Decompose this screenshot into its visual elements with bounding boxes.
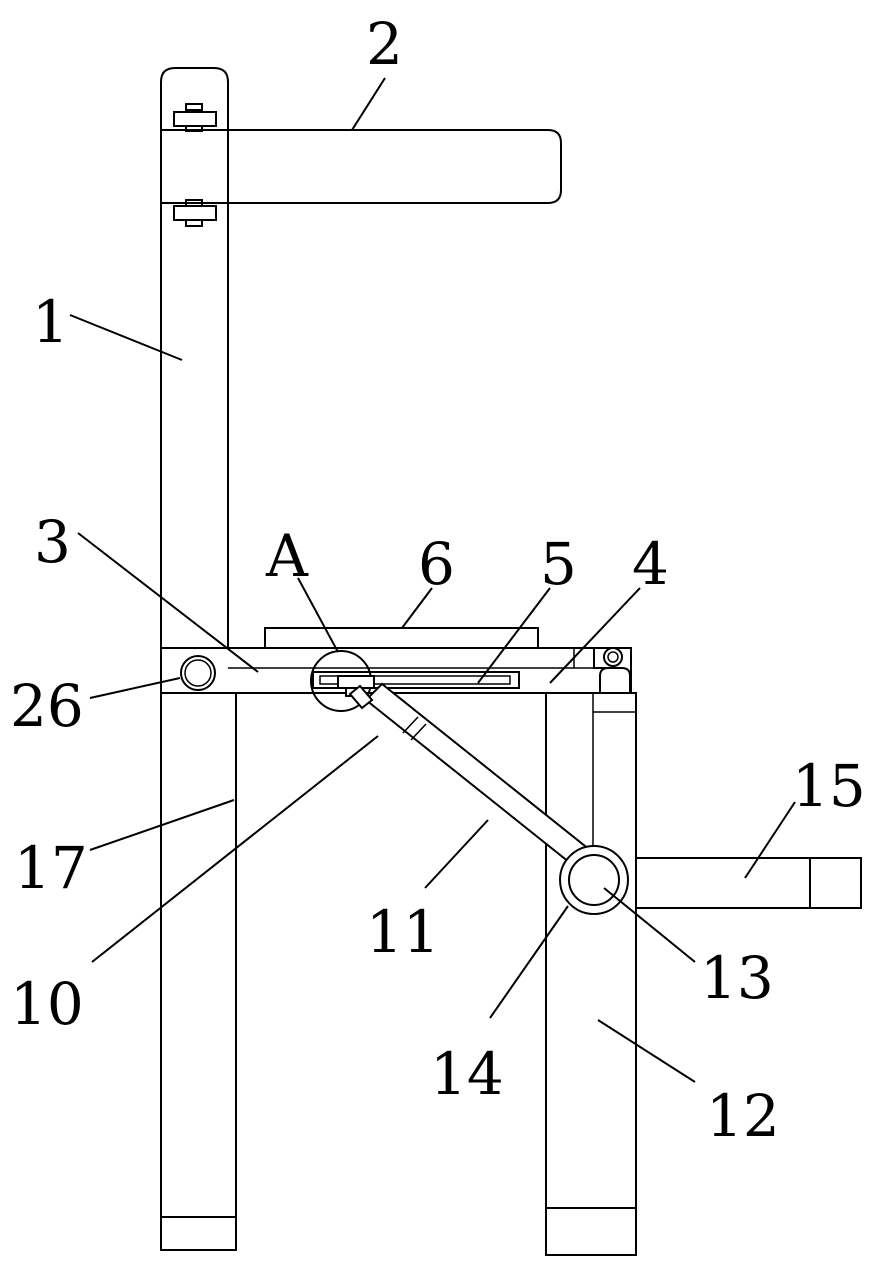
label-2: 2 (366, 10, 403, 78)
leader-26 (89, 677, 181, 699)
leader-6 (401, 587, 433, 629)
leader-11 (424, 819, 489, 889)
label-1: 1 (32, 288, 69, 356)
upper-hinge-pin (173, 103, 217, 132)
label-17: 17 (14, 834, 88, 902)
label-3: 3 (34, 508, 71, 576)
label-6: 6 (418, 530, 455, 598)
label-5: 5 (540, 530, 577, 598)
label-10: 10 (10, 970, 84, 1038)
left-leg (160, 692, 237, 1251)
label-4: 4 (632, 530, 669, 598)
label-12: 12 (706, 1082, 780, 1150)
label-a: A (265, 522, 309, 590)
leader-14 (489, 905, 569, 1019)
leader-10 (91, 735, 379, 963)
horizontal-arm (161, 129, 562, 204)
leader-3 (77, 532, 259, 673)
label-13: 13 (700, 944, 774, 1012)
label-11: 11 (366, 898, 440, 966)
upright-post (160, 67, 229, 648)
corner-pulley (593, 647, 631, 693)
round-knob (180, 655, 216, 691)
telescopic-strut (348, 682, 612, 884)
label-26: 26 (10, 672, 84, 740)
leader-1 (69, 314, 183, 361)
leader-5 (477, 587, 551, 684)
label-14: 14 (430, 1040, 504, 1108)
leader-15 (744, 801, 796, 879)
leader-17 (89, 799, 235, 851)
leader-a (297, 577, 339, 653)
label-15: 15 (792, 752, 866, 820)
slide-rail (312, 671, 520, 689)
leader-2 (351, 77, 386, 131)
leader-4 (549, 587, 641, 684)
pivot-wheel (559, 845, 629, 915)
footrest-bar (635, 857, 862, 909)
top-plate (264, 627, 539, 649)
reference-numerals: 2 1 3 A 6 5 4 26 15 17 11 13 10 14 12 (10, 10, 866, 1150)
leader-lines (69, 77, 796, 1083)
leader-12 (597, 1019, 696, 1083)
right-leg (545, 692, 637, 1256)
leader-13 (603, 887, 696, 963)
